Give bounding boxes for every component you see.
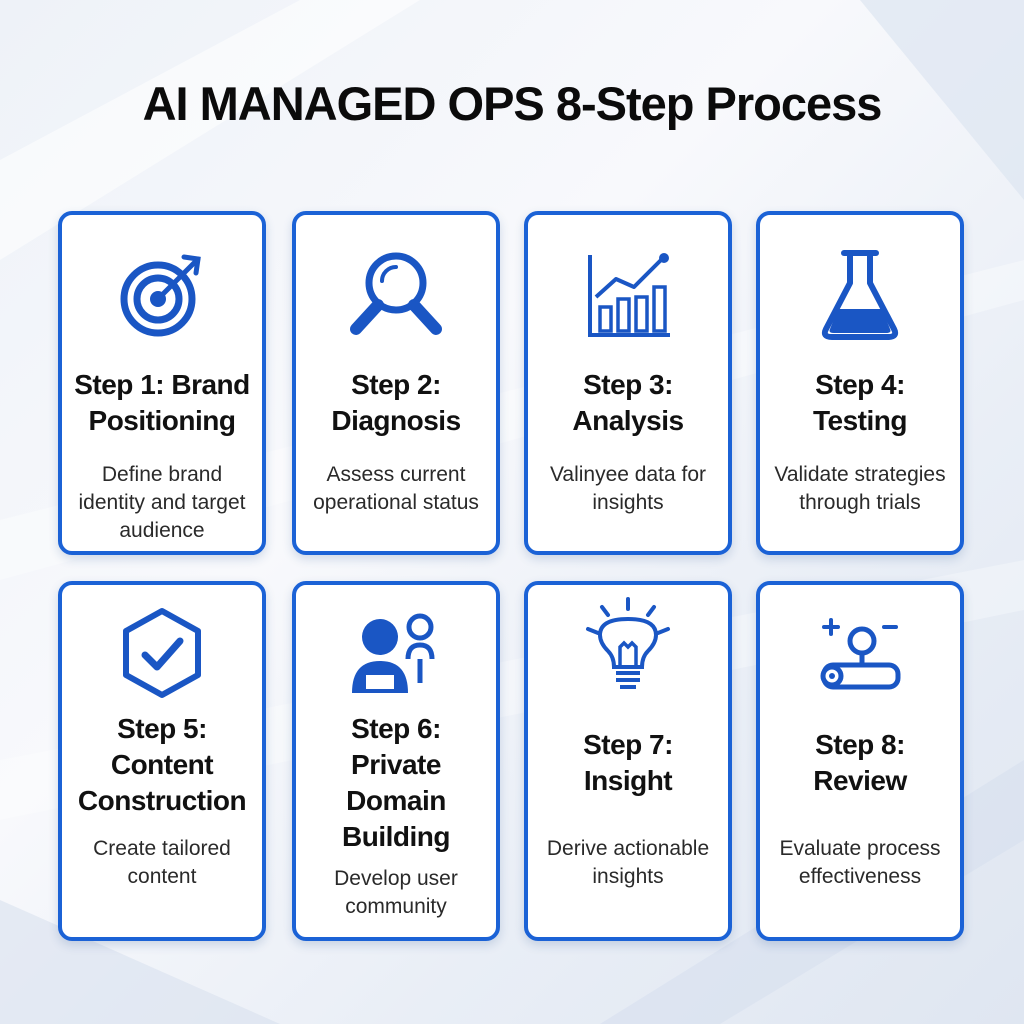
step-description: Validate strategies through trials bbox=[774, 463, 946, 514]
page-title: AI MANAGED OPS 8-Step Process bbox=[142, 77, 883, 130]
review-icon bbox=[810, 607, 910, 707]
target-icon bbox=[112, 245, 212, 345]
step-title: Step 1: Brand Positioning bbox=[74, 369, 250, 436]
step-title: Step 5: Content Construction bbox=[77, 713, 247, 816]
step-card-3: Step 3: Analysis Valinyee data for insig… bbox=[524, 211, 732, 555]
step-title: Step 4: Testing bbox=[813, 369, 907, 436]
step-title: Step 2: Diagnosis bbox=[331, 369, 461, 436]
step-title: Step 7: Insight bbox=[583, 729, 673, 796]
step-title: Step 6: Private Domain Building bbox=[342, 713, 450, 852]
step-card-4: Step 4: Testing Validate strategies thro… bbox=[756, 211, 964, 555]
users-icon bbox=[346, 601, 446, 701]
step-card-8: Step 8: Review Evaluate process effectiv… bbox=[756, 581, 964, 941]
lightbulb-icon bbox=[578, 597, 678, 697]
step-card-6: Step 6: Private Domain Building Develop … bbox=[292, 581, 500, 941]
step-title: Step 8: Review bbox=[813, 729, 907, 796]
step-description: Assess current operational status bbox=[313, 463, 479, 514]
magnifier-icon bbox=[346, 245, 446, 345]
step-description: Create tailored content bbox=[93, 837, 231, 888]
step-card-7: Step 7: Insight Derive actionable insigh… bbox=[524, 581, 732, 941]
flask-icon bbox=[810, 245, 910, 345]
step-description: Derive actionable insights bbox=[546, 837, 710, 888]
shield-check-icon bbox=[112, 603, 212, 703]
step-description: Valinyee data for insights bbox=[549, 463, 707, 514]
step-description: Define brand identity and target audienc… bbox=[78, 463, 246, 542]
step-card-5: Step 5: Content Construction Create tail… bbox=[58, 581, 266, 941]
step-title: Step 3: Analysis bbox=[572, 369, 684, 436]
step-card-2: Step 2: Diagnosis Assess current operati… bbox=[292, 211, 500, 555]
step-description: Evaluate process effectiveness bbox=[779, 837, 941, 888]
bar-chart-icon bbox=[578, 245, 678, 345]
step-card-1: Step 1: Brand Positioning Define brand i… bbox=[58, 211, 266, 555]
step-description: Develop user community bbox=[334, 867, 458, 918]
